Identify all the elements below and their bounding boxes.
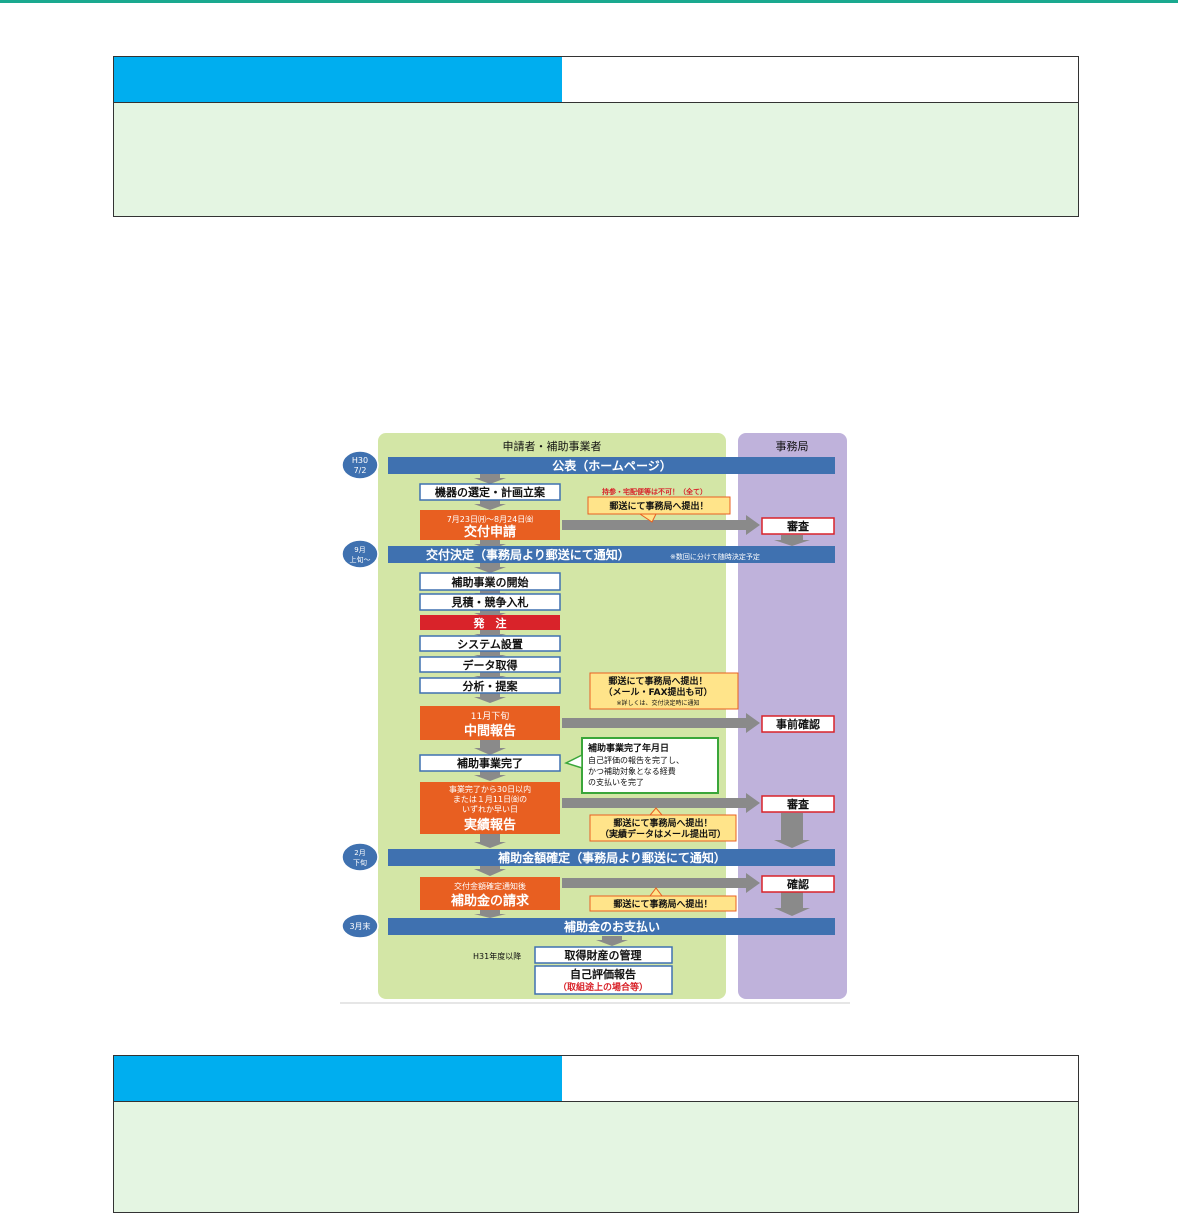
submit-arrows <box>562 515 760 893</box>
step-chukan <box>420 706 560 740</box>
svg-text:7/2: 7/2 <box>354 466 367 475</box>
step-kaishi <box>419 572 561 591</box>
svg-text:郵送にて事務局へ提出！: 郵送にて事務局へ提出！ <box>613 817 712 829</box>
bar-koho <box>388 457 835 474</box>
office-shinsa-1 <box>761 517 835 535</box>
date-circle-h30: H30 7/2 <box>341 450 379 480</box>
office-jizen <box>761 715 835 733</box>
svg-text:（取組途上の場合等）: （取組途上の場合等） <box>558 981 648 993</box>
note-post-4 <box>589 895 737 912</box>
svg-text:システム設置: システム設置 <box>457 637 523 651</box>
svg-text:補助事業完了年月日: 補助事業完了年月日 <box>587 742 669 754</box>
svg-text:または１月11日㈮の: または１月11日㈮の <box>453 794 527 804</box>
svg-text:交付金額確定通知後: 交付金額確定通知後 <box>454 881 526 891</box>
svg-text:確認: 確認 <box>787 877 809 891</box>
svg-text:見積・競争入札: 見積・競争入札 <box>451 595 529 609</box>
note-post-2 <box>589 672 739 710</box>
office-lane-title: 事務局 <box>776 439 809 453</box>
svg-text:※詳しくは、交付決定時に通知: ※詳しくは、交付決定時に通知 <box>616 699 699 707</box>
svg-text:取得財産の管理: 取得財産の管理 <box>565 948 642 962</box>
svg-text:郵送にて事務局へ提出！: 郵送にて事務局へ提出！ <box>608 675 707 687</box>
down-arrows <box>474 474 628 946</box>
bottom-section-header <box>114 1056 1078 1102</box>
svg-text:7月23日㈪～8月24日㈮: 7月23日㈪～8月24日㈮ <box>447 514 534 524</box>
svg-text:いずれか早い日: いずれか早い日 <box>462 804 518 814</box>
svg-text:審査: 審査 <box>786 797 809 811</box>
step-mitsumori <box>419 593 561 611</box>
svg-text:発 注: 発 注 <box>473 616 507 630</box>
svg-text:機器の選定・計画立案: 機器の選定・計画立案 <box>435 485 546 499</box>
h31-label: H31年度以降 <box>473 951 521 961</box>
svg-text:事業完了から30日以内: 事業完了から30日以内 <box>449 784 531 794</box>
applicant-lane-title: 申請者・補助事業者 <box>503 439 602 453</box>
svg-text:下旬: 下旬 <box>353 858 367 867</box>
svg-text:自己評価報告: 自己評価報告 <box>570 967 636 981</box>
svg-text:自己評価の報告を完了し、: 自己評価の報告を完了し、 <box>588 755 684 765</box>
bar-shiharai-label: 補助金のお支払い <box>563 919 660 934</box>
top-section-header-tab <box>114 57 562 102</box>
svg-text:かつ補助対象となる経費: かつ補助対象となる経費 <box>588 766 676 776</box>
step-system <box>419 635 561 652</box>
note-red: 持参・宅配便等は不可！（全て） <box>602 487 707 496</box>
step-hatchu <box>420 615 560 630</box>
svg-text:（メール・FAX提出も可）: （メール・FAX提出も可） <box>603 686 712 698</box>
step-seikyu <box>420 877 560 910</box>
svg-text:の支払いを完了: の支払いを完了 <box>588 777 644 787</box>
step-kofu-shinsei <box>420 510 560 540</box>
svg-text:補助金の請求: 補助金の請求 <box>450 893 530 909</box>
bar-kofu-kettei <box>388 546 835 563</box>
bottom-section-header-tab <box>114 1056 562 1101</box>
svg-text:H30: H30 <box>352 456 368 465</box>
svg-text:補助事業完了: 補助事業完了 <box>456 756 523 770</box>
office-kakunin <box>761 875 835 893</box>
note-post-3 <box>589 814 737 842</box>
date-circle-mar: 3月末 <box>341 913 379 939</box>
svg-text:補助事業の開始: 補助事業の開始 <box>451 575 529 589</box>
step-bunseki <box>419 677 561 694</box>
svg-text:事前確認: 事前確認 <box>776 717 820 731</box>
bottom-section-panel <box>113 1055 1079 1213</box>
step-kiki <box>419 483 561 501</box>
step-zaisan <box>534 946 673 964</box>
step-jiko <box>534 965 673 995</box>
step-jisseki <box>420 782 560 834</box>
svg-text:3月末: 3月末 <box>349 921 370 931</box>
svg-text:交付申請: 交付申請 <box>464 524 516 540</box>
svg-text:11月下旬: 11月下旬 <box>471 710 509 722</box>
svg-text:中間報告: 中間報告 <box>464 723 516 739</box>
bar-shiharai <box>388 918 835 935</box>
step-kanryo <box>419 754 561 772</box>
bar-kofu-kettei-label: 交付決定（事務局より郵送にて通知） <box>426 547 630 562</box>
note-post-1 <box>587 496 731 515</box>
date-circle-feb: 2月 下旬 <box>341 842 379 872</box>
step-data <box>419 656 561 673</box>
svg-text:（実績データはメール提出可）: （実績データはメール提出可） <box>600 828 726 840</box>
bar-koho-label: 公表（ホームページ） <box>552 458 671 473</box>
svg-text:実績報告: 実績報告 <box>464 817 516 833</box>
date-circle-sep: 9月 上旬～ <box>341 539 379 569</box>
svg-text:データ取得: データ取得 <box>463 658 518 672</box>
bar-kofu-note: ※数回に分けて随時決定予定 <box>670 552 760 561</box>
svg-text:郵送にて事務局へ提出！: 郵送にて事務局へ提出！ <box>613 898 712 910</box>
office-down-arrows <box>774 535 810 916</box>
svg-text:2月: 2月 <box>354 849 365 857</box>
process-flow-diagram: 申請者・補助事業者 事務局 公表（ホームページ） 交付決定（事務局より <box>340 430 850 1005</box>
top-section-panel <box>113 56 1079 217</box>
bar-kakutei <box>388 849 835 866</box>
top-accent-line <box>0 0 1178 3</box>
svg-text:審査: 審査 <box>786 519 809 533</box>
svg-text:9月: 9月 <box>354 546 365 554</box>
office-shinsa-2 <box>761 795 835 813</box>
svg-text:上旬～: 上旬～ <box>350 555 371 564</box>
svg-text:分析・提案: 分析・提案 <box>463 679 519 693</box>
top-section-header <box>114 57 1078 103</box>
bar-kakutei-label: 補助金額確定（事務局より郵送にて通知） <box>497 850 726 865</box>
svg-text:郵送にて事務局へ提出！: 郵送にて事務局へ提出！ <box>609 500 708 512</box>
